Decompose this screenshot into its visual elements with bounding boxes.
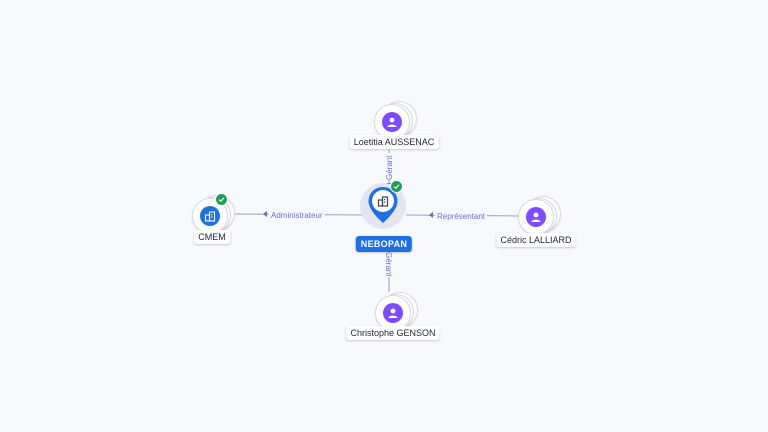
building-icon: [377, 196, 389, 207]
building-icon: [204, 211, 216, 222]
node-top-label: Loetitia AUSSENAC: [349, 135, 439, 149]
node-bottom[interactable]: [374, 290, 418, 331]
node-right-label: Cédric LALLIARD: [496, 233, 576, 247]
edge-label-top: Gérant: [385, 155, 394, 180]
node-left[interactable]: [191, 193, 235, 234]
edge-label-bottom: Gérant: [384, 252, 393, 277]
node-top[interactable]: [373, 99, 417, 140]
person-icon: [388, 308, 398, 318]
person-icon: [531, 212, 541, 222]
node-left-label: CMEM: [194, 230, 230, 244]
person-avatar: [526, 207, 546, 227]
node-bottom-label: Christophe GENSON: [346, 326, 440, 340]
verified-check-icon: [390, 180, 403, 193]
edge-right-arrow: [429, 212, 433, 218]
node-center[interactable]: [359, 180, 409, 239]
person-avatar: [382, 112, 402, 132]
edge-left-arrow: [263, 211, 267, 217]
edge-label-right: Représentant: [437, 212, 486, 221]
company-avatar: [200, 206, 220, 226]
person-icon: [387, 117, 397, 127]
edge-label-left: Administrateur: [271, 211, 323, 220]
verified-check-icon: [215, 193, 228, 206]
node-right[interactable]: [517, 194, 561, 235]
node-center-label: NEBOPAN: [355, 236, 413, 252]
person-avatar: [383, 303, 403, 323]
